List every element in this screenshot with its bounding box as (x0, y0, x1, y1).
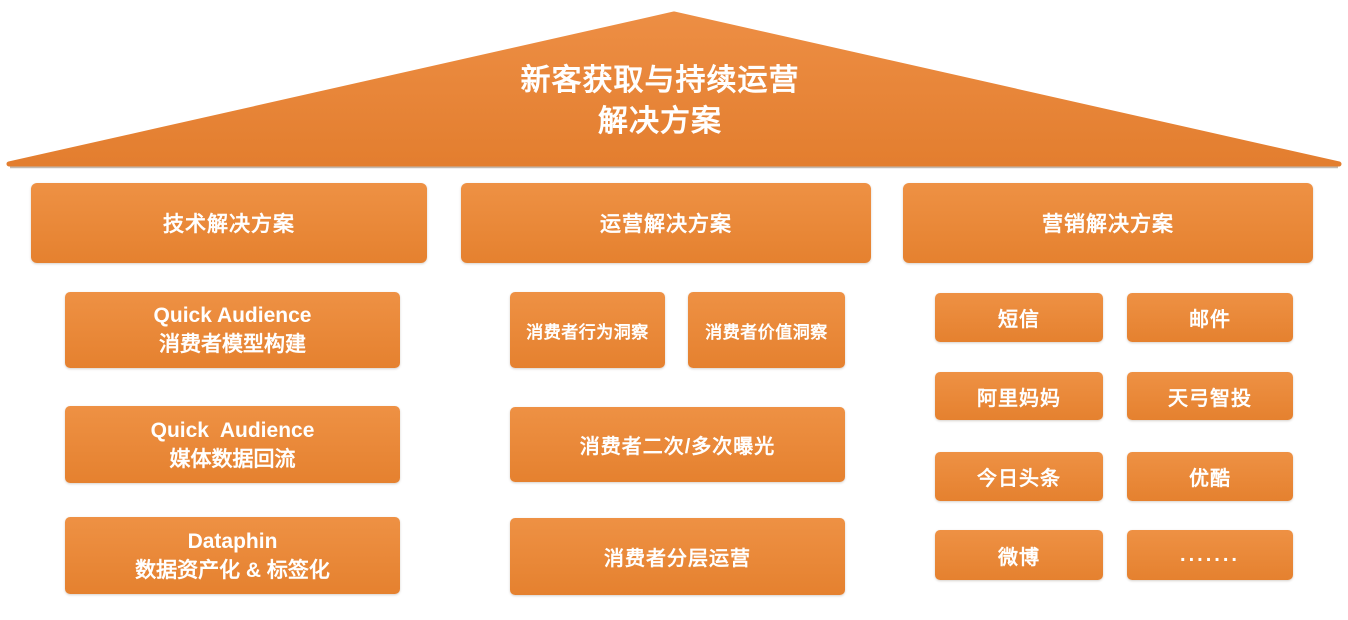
box-consumer-tiered-operation: 消费者分层运营 (510, 518, 845, 595)
box-line1: Quick Audience (150, 418, 315, 442)
box-weibo: 微博 (935, 530, 1103, 580)
diagram-title-line2: 解决方案 (598, 105, 722, 138)
box-consumer-repeat-exposure: 消费者二次/多次曝光 (510, 407, 845, 482)
box-sms: 短信 (935, 293, 1103, 342)
diagram-title: 新客获取与持续运营 解决方案 (360, 60, 960, 142)
box-email: 邮件 (1127, 293, 1293, 342)
roof-triangle (6, 11, 1342, 169)
box-quick-audience-model: Quick Audience 消费者模型构建 (65, 292, 400, 368)
box-alimama: 阿里妈妈 (935, 372, 1103, 420)
box-toutiao: 今日头条 (935, 452, 1103, 501)
box-youku: 优酷 (1127, 452, 1293, 501)
column-header-marketing: 营销解决方案 (903, 183, 1313, 263)
box-line1: Dataphin (187, 529, 278, 553)
box-tiangong-zhitou: 天弓智投 (1127, 372, 1293, 420)
roof-shape (6, 11, 1342, 167)
box-consumer-behavior-insight: 消费者行为洞察 (510, 292, 665, 368)
box-consumer-value-insight: 消费者价值洞察 (688, 292, 845, 368)
box-quick-audience-media-backflow: Quick Audience 媒体数据回流 (65, 406, 400, 483)
diagram-title-line1: 新客获取与持续运营 (520, 64, 800, 97)
box-dataphin: Dataphin 数据资产化 & 标签化 (65, 517, 400, 594)
column-header-technical: 技术解决方案 (31, 183, 427, 263)
box-line2: 消费者模型构建 (159, 333, 306, 356)
box-line2: 数据资产化 & 标签化 (135, 558, 330, 582)
box-line2: 媒体数据回流 (169, 447, 296, 471)
column-header-operation: 运营解决方案 (461, 183, 871, 263)
box-line1: Quick Audience (153, 304, 312, 327)
box-ellipsis: ....... (1127, 530, 1293, 580)
